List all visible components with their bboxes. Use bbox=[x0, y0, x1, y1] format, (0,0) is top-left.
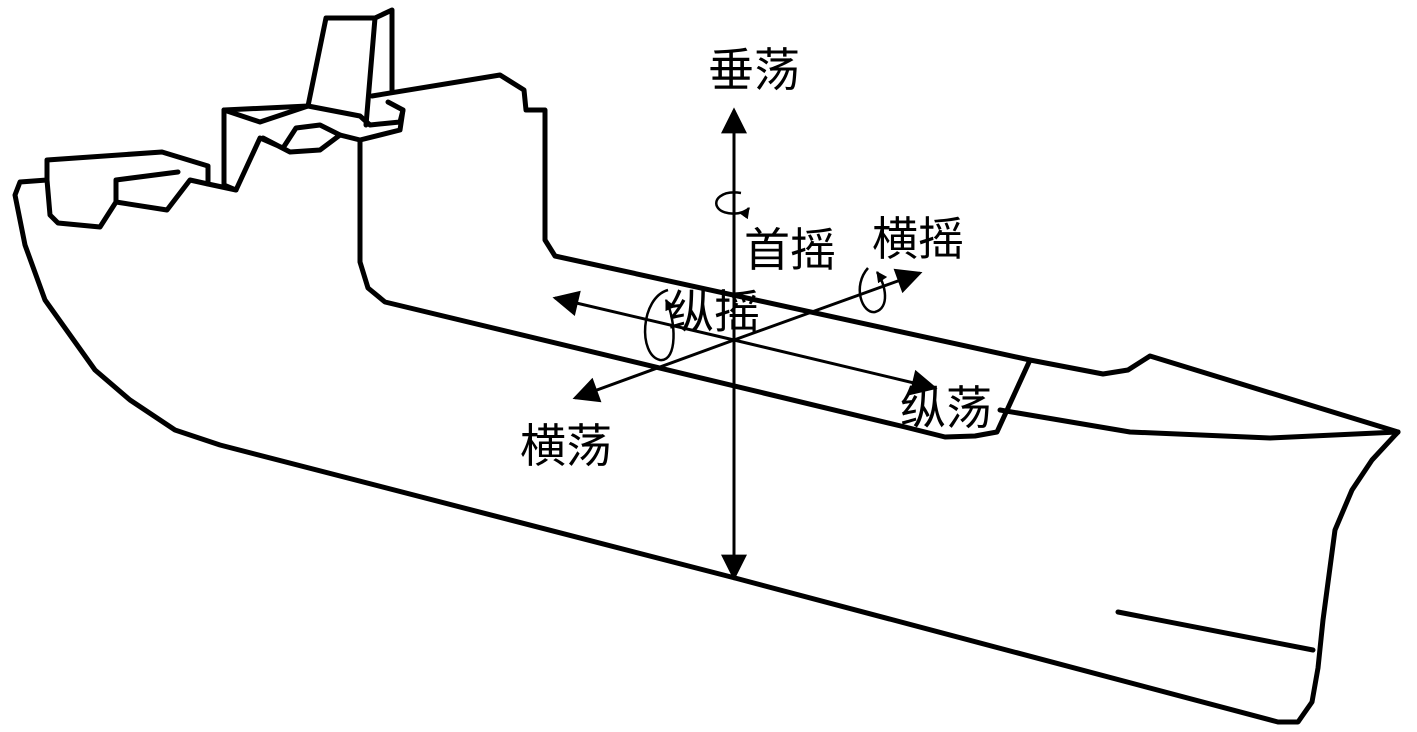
forecastle bbox=[1027, 353, 1401, 435]
surge-axis bbox=[552, 290, 735, 342]
sway-axis bbox=[733, 268, 923, 342]
bow-waterline-mark bbox=[1115, 609, 1316, 653]
deck-recess bbox=[357, 72, 1033, 440]
surge-axis-fwd bbox=[733, 338, 938, 396]
roll-rotation-icon bbox=[858, 267, 888, 314]
surge-label: 纵荡 bbox=[900, 381, 992, 435]
bulwark-line bbox=[997, 407, 1401, 441]
superstructure bbox=[44, 7, 406, 230]
sway-axis-neg bbox=[572, 338, 735, 403]
ship-hull bbox=[12, 177, 1401, 725]
pitch-rotation-icon bbox=[643, 288, 676, 362]
roll-label: 横摇 bbox=[872, 212, 964, 266]
motion-labels: 垂荡 首摇 横摇 纵摇 纵荡 横荡 bbox=[520, 43, 992, 473]
yaw-rotation-icon bbox=[715, 191, 751, 220]
pitch-label: 纵摇 bbox=[668, 285, 760, 339]
yaw-label: 首摇 bbox=[744, 223, 836, 277]
sway-label: 横荡 bbox=[520, 419, 612, 473]
heave-label: 垂荡 bbox=[708, 43, 800, 97]
motion-axes bbox=[552, 107, 938, 581]
rotation-symbols bbox=[643, 191, 888, 362]
